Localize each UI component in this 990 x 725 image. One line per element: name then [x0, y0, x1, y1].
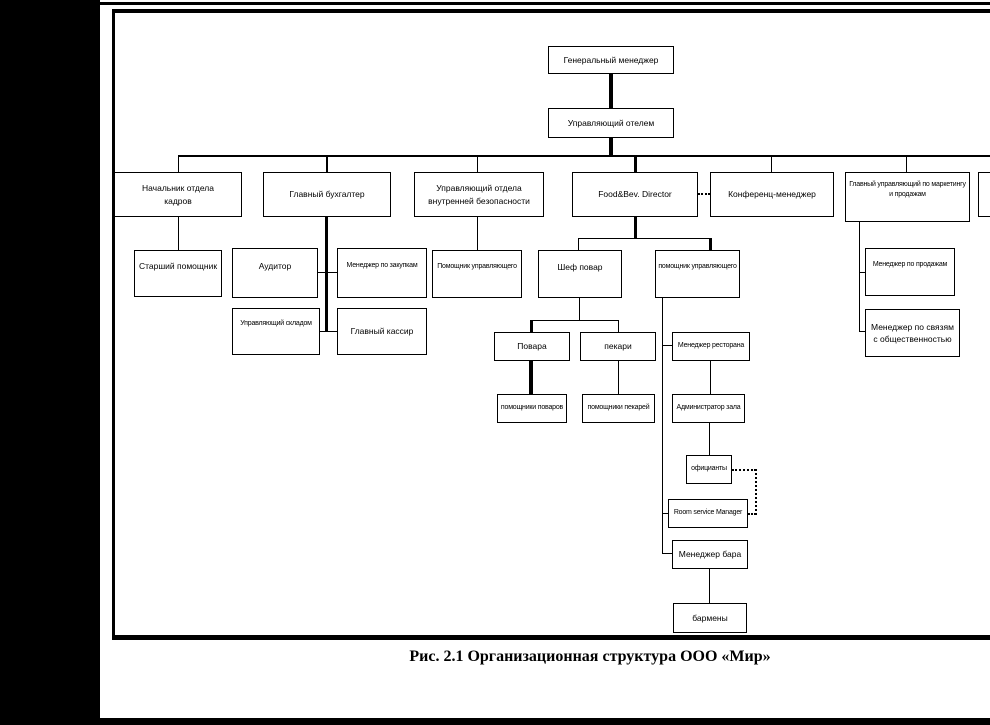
dotted-connector-waiters-down — [755, 469, 757, 515]
connector-security-assistant — [477, 217, 478, 250]
connector-drop-marketing — [906, 157, 907, 172]
org-node-room-service-manager: Room service Manager — [668, 499, 748, 528]
bottom-border-line — [100, 718, 990, 725]
connector-drop-security — [477, 157, 478, 172]
org-node-marketing-head: Главный управляющий по маркетингу и прод… — [845, 172, 970, 222]
connector-restaurant-admin — [710, 361, 711, 394]
dotted-connector-waiters-right — [732, 469, 756, 471]
org-node-chef: Шеф повар — [538, 250, 622, 298]
dotted-connector-roomservice-in — [748, 513, 756, 515]
left-black-margin — [0, 0, 100, 725]
connector-level2-rail — [178, 155, 990, 157]
top-border-line — [100, 2, 990, 5]
org-node-clipped — [978, 172, 990, 217]
dotted-connector-fb-conference — [698, 193, 710, 195]
connector-stub-roomservice — [662, 513, 668, 514]
connector-chef-bracket — [531, 320, 619, 321]
figure-caption: Рис. 2.1 Организационная структура ООО «… — [409, 648, 771, 665]
connector-drop-accountant — [326, 157, 328, 172]
connector-warehouse-cashier — [320, 331, 337, 332]
connector-stub-sales — [859, 272, 865, 273]
connector-bracket-fbassistant — [709, 238, 712, 250]
org-node-general-manager: Генеральный менеджер — [548, 46, 674, 74]
org-node-hotel-manager: Управляющий отелем — [548, 108, 674, 138]
org-node-warehouse-manager: Управляющий складом — [232, 308, 320, 355]
connector-hr-assistant — [178, 217, 179, 250]
org-node-waiters: официанты — [686, 455, 732, 484]
org-node-pr-manager: Менеджер по связям с общественностью — [865, 309, 960, 357]
connector-fb-bracket — [578, 238, 711, 239]
connector-bracket-chef — [578, 238, 579, 250]
org-node-cook-assistants: помощники поваров — [497, 394, 567, 423]
org-node-bar-manager: Менеджер бара — [672, 540, 748, 569]
org-node-senior-assistant: Старший помощник — [134, 250, 222, 297]
connector-fb-down — [634, 217, 637, 238]
org-node-conference-manager: Конференц-менеджер — [710, 172, 834, 217]
connector-bracket-bakers — [618, 320, 619, 332]
connector-drop-fb — [634, 157, 637, 172]
connector-drop-conference — [771, 157, 772, 172]
connector-drop-hr — [178, 157, 179, 172]
org-node-security-assistant: Помощник управляющего — [432, 250, 522, 298]
connector-stub-restaurant — [662, 345, 672, 346]
org-node-barmen: бармены — [673, 603, 747, 633]
connector-stub-barmanager — [662, 553, 672, 554]
org-node-hall-administrator: Администратор зала — [672, 394, 745, 423]
connector-bracket-cooks — [530, 320, 533, 332]
connector-chef-down — [579, 298, 580, 320]
org-node-restaurant-manager: Менеджер ресторана — [672, 332, 750, 361]
org-node-fb-assistant: помощник управляющего — [655, 250, 740, 298]
org-node-security-head: Управляющий отдела внутренней безопаснос… — [414, 172, 544, 217]
org-node-hr-head: Начальник отдела кадров — [114, 172, 242, 217]
connector-stub-pr — [859, 331, 867, 332]
org-node-chief-cashier: Главный кассир — [337, 308, 427, 355]
org-node-bakers: пекари — [580, 332, 656, 361]
connector-gm-hotel — [609, 74, 613, 108]
org-node-fb-director: Food&Bev. Director — [572, 172, 698, 217]
connector-marketing-trunk — [859, 222, 860, 332]
connector-admin-waiters — [709, 423, 710, 455]
org-node-procurement-manager: Менеджер по закупкам — [337, 248, 427, 298]
org-node-cooks: Повара — [494, 332, 570, 361]
connector-fbassistant-trunk — [662, 298, 663, 554]
connector-bakers-assistants — [618, 361, 619, 394]
connector-hotel-down — [609, 137, 613, 155]
org-node-chief-accountant: Главный бухгалтер — [263, 172, 391, 217]
org-node-sales-manager: Менеджер по продажам — [865, 248, 955, 296]
connector-auditor-procurement — [318, 272, 337, 273]
org-node-auditor: Аудитор — [232, 248, 318, 298]
connector-accountant-trunk — [325, 217, 328, 331]
connector-barmanager-barmen — [709, 569, 710, 603]
connector-cooks-assistants — [529, 361, 533, 394]
org-node-baker-assistants: помощники пекарей — [582, 394, 655, 423]
